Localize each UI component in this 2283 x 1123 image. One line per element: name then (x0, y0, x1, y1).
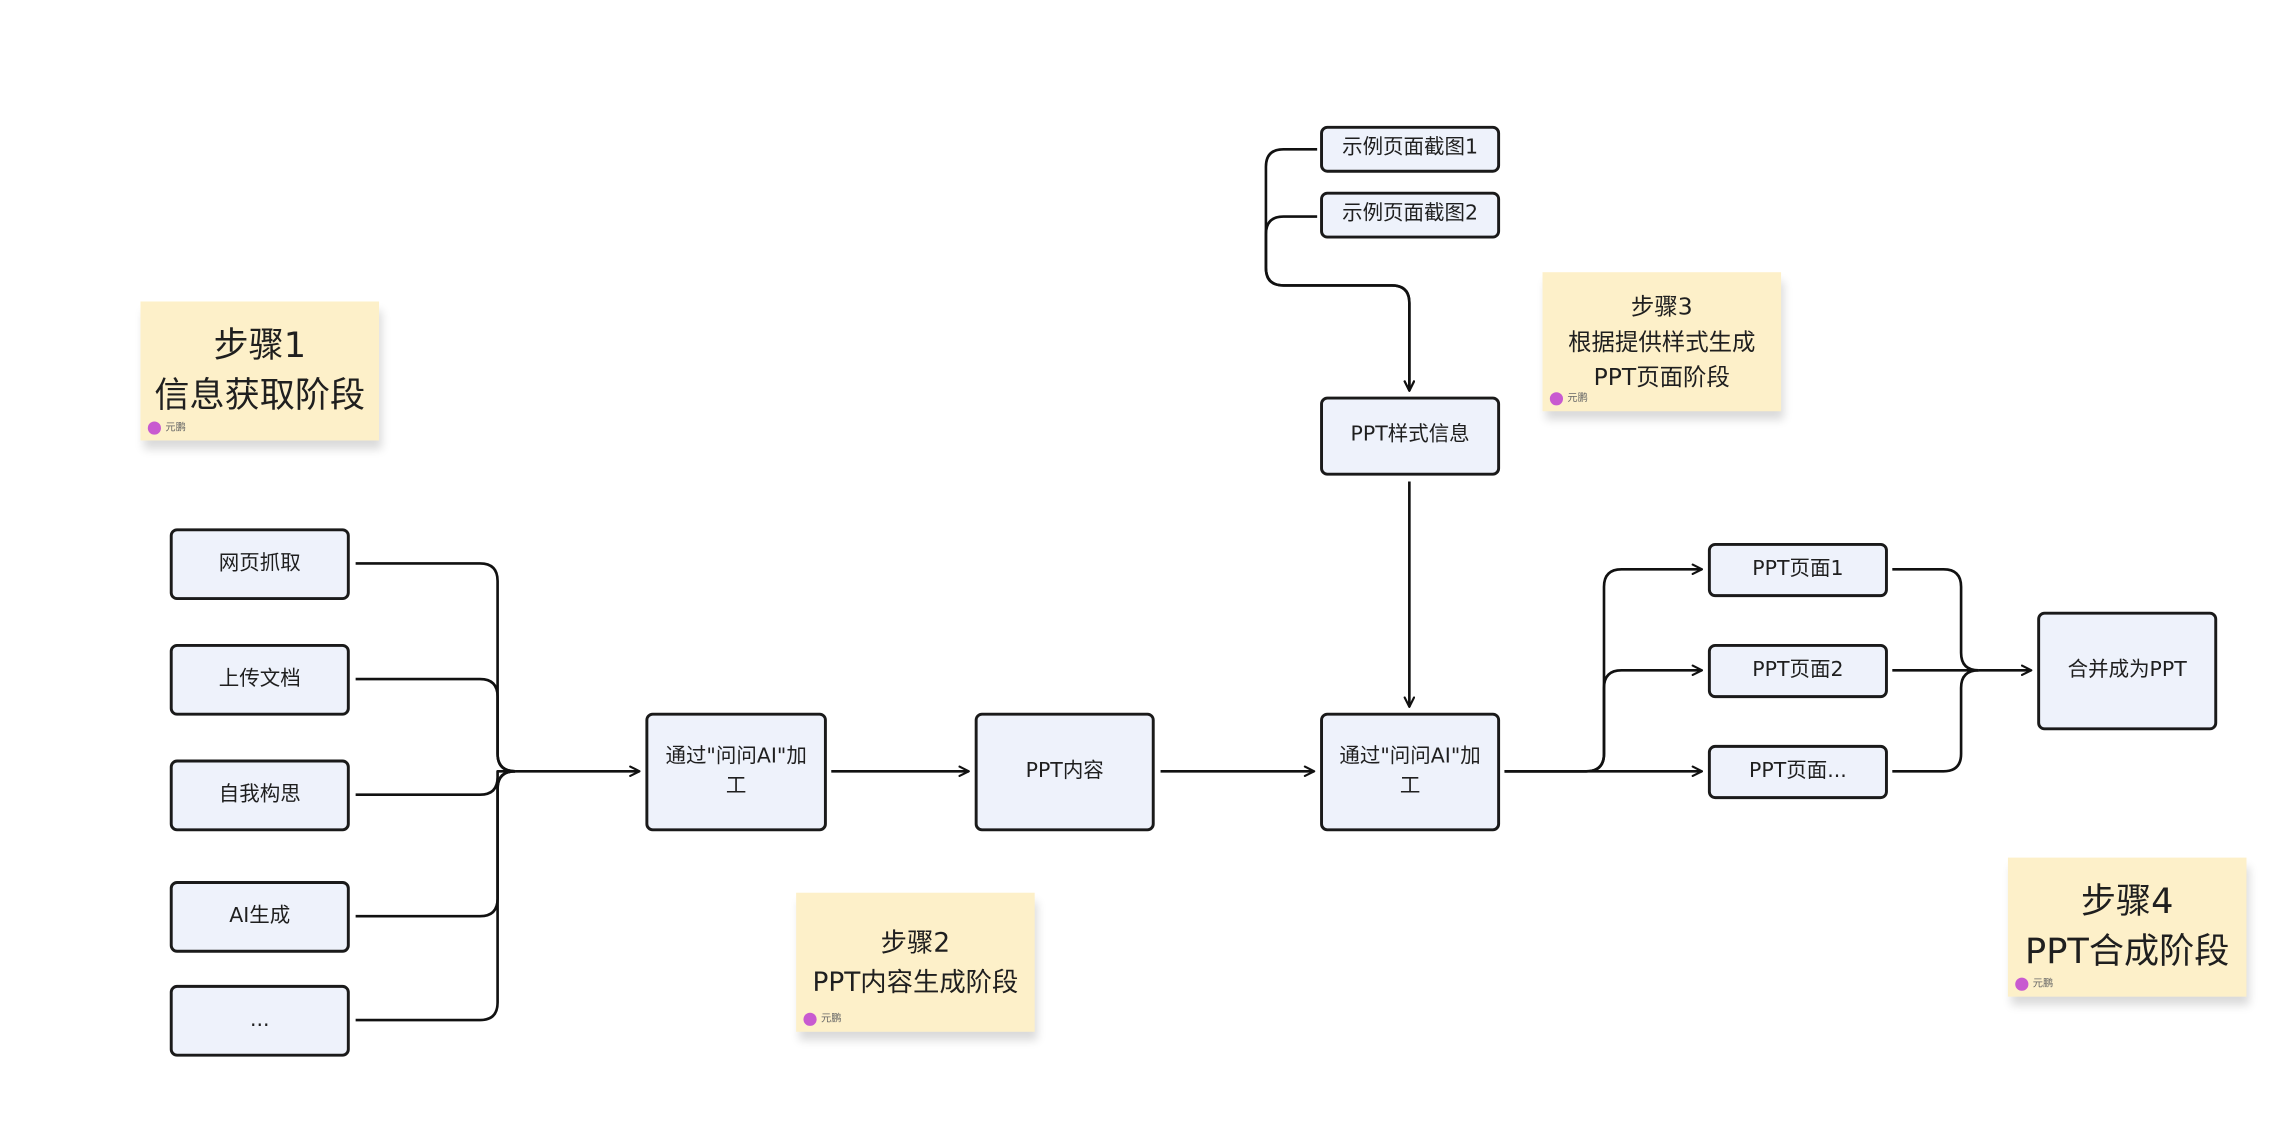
edge-more-sources-to-ai-process-1[interactable] (355, 769, 516, 1022)
author-avatar (1549, 391, 1564, 405)
sticky-note-step3[interactable]: 步骤3 根据提供样式生成 PPT页面阶段 元鹏 (1542, 272, 1782, 412)
sticky-step3-line2: 根据提供样式生成 (1568, 327, 1756, 355)
sticky-step2-subtitle: PPT内容生成阶段 (812, 966, 1019, 998)
sticky-step1-subtitle: 信息获取阶段 (154, 373, 366, 415)
sticky-note-step2[interactable]: 步骤2 PPT内容生成阶段 元鹏 (796, 892, 1035, 1032)
node-web-scrape[interactable]: 网页抓取 (169, 528, 350, 601)
node-sample-screenshot-2[interactable]: 示例页面截图2 (1320, 191, 1501, 239)
sticky-note-step4[interactable]: 步骤4 PPT合成阶段 元鹏 (2007, 857, 2247, 997)
author-avatar (803, 1012, 817, 1026)
node-ppt-page-more[interactable]: PPT页面... (1707, 744, 1888, 800)
node-ai-process-2[interactable]: 通过"问问AI"加工 (1320, 712, 1501, 832)
sticky-step2-author: 元鹏 (803, 1011, 842, 1026)
node-ppt-page-1[interactable]: PPT页面1 (1707, 542, 1888, 598)
sticky-note-step1[interactable]: 步骤1 信息获取阶段 元鹏 (140, 301, 380, 441)
author-avatar (147, 420, 161, 434)
sticky-step3-line3: PPT页面阶段 (1593, 362, 1730, 391)
sticky-step1-title: 步骤1 (213, 324, 307, 366)
node-self-ideation[interactable]: 自我构思 (169, 759, 350, 832)
sticky-step2-title: 步骤2 (880, 927, 951, 958)
sticky-step4-title: 步骤4 (2080, 880, 2174, 922)
node-ai-process-1[interactable]: 通过"问问AI"加工 (645, 712, 827, 832)
edge-self-ideation-to-ai-process-1[interactable] (355, 769, 516, 796)
node-ppt-content[interactable]: PPT内容 (974, 712, 1155, 832)
sticky-step4-subtitle: PPT合成阶段 (2025, 930, 2230, 972)
author-avatar (2015, 976, 2029, 991)
node-more-sources[interactable]: ... (169, 984, 350, 1057)
sticky-step1-author: 元鹏 (147, 420, 186, 435)
node-ppt-page-2[interactable]: PPT页面2 (1707, 643, 1888, 699)
node-ppt-style-info[interactable]: PPT样式信息 (1320, 396, 1501, 476)
edge-page-more-to-merge[interactable] (1892, 668, 1979, 773)
edge-page-1-to-merge[interactable] (1892, 567, 1979, 672)
node-sample-screenshot-1[interactable]: 示例页面截图1 (1320, 125, 1501, 173)
node-upload-doc[interactable]: 上传文档 (169, 643, 350, 716)
sticky-step3-title: 步骤3 (1630, 291, 1693, 320)
edge-screenshot-2-to-style-info[interactable] (1264, 215, 1416, 392)
node-merge-ppt[interactable]: 合并成为PPT (2037, 611, 2218, 731)
node-ai-generate[interactable]: AI生成 (169, 881, 350, 953)
sticky-step4-author: 元鹏 (2015, 976, 2053, 991)
edge-upload-doc-to-ai-process-1[interactable] (355, 677, 516, 773)
sticky-step3-author: 元鹏 (1549, 391, 1588, 406)
